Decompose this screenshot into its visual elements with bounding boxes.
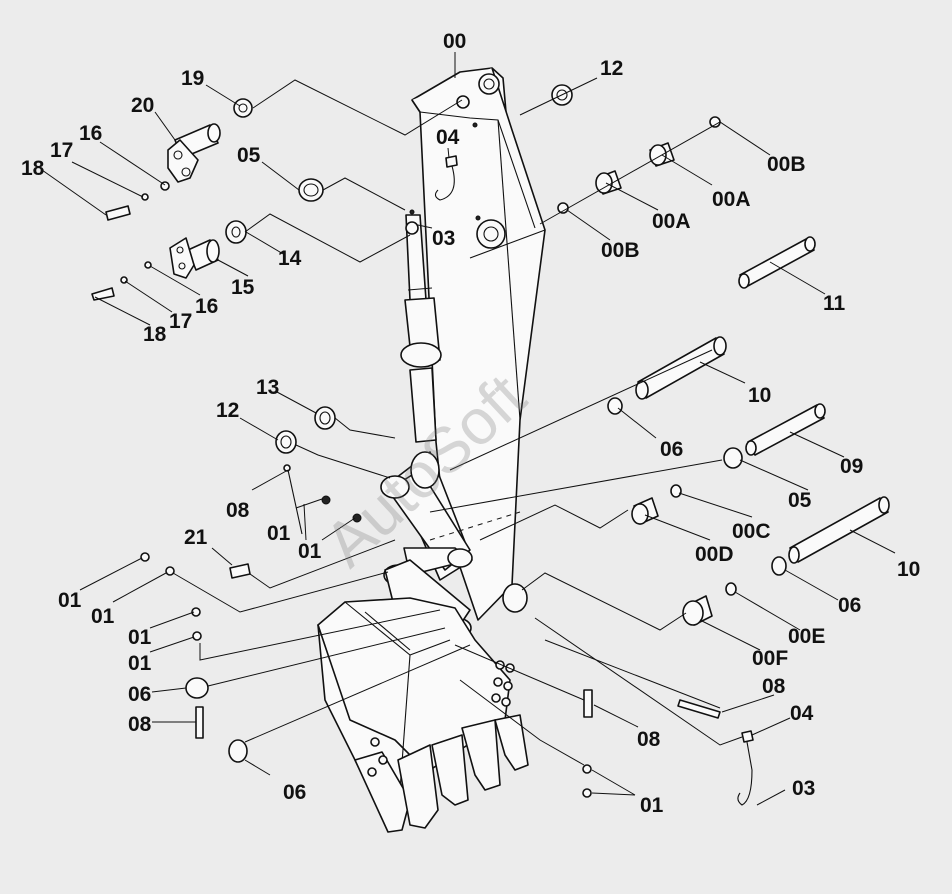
callout-00F: 00F: [752, 647, 788, 670]
callout-05: 05: [237, 144, 261, 167]
callout-00E: 00E: [788, 625, 825, 648]
callout-11: 11: [823, 292, 846, 315]
callout-01: 01: [91, 605, 115, 628]
callout-00A: 00A: [652, 210, 691, 233]
callout-18: 18: [21, 157, 45, 180]
callout-14: 14: [278, 247, 302, 270]
callout-00D: 00D: [695, 543, 734, 566]
callout-06: 06: [838, 594, 861, 617]
callout-10: 10: [897, 558, 920, 581]
callout-06: 06: [128, 683, 151, 706]
callout-08: 08: [128, 713, 152, 736]
callout-00C: 00C: [732, 520, 771, 543]
callout-01: 01: [298, 540, 322, 563]
callout-15: 15: [231, 276, 255, 299]
callout-03: 03: [432, 227, 455, 250]
callout-21: 21: [184, 526, 208, 549]
callout-06: 06: [660, 438, 683, 461]
callout-01: 01: [128, 626, 152, 649]
callout-01: 01: [58, 589, 82, 612]
callout-05: 05: [788, 489, 812, 512]
callout-00B: 00B: [601, 239, 640, 262]
callout-06: 06: [283, 781, 306, 804]
loose-parts: [91, 84, 890, 806]
callout-08: 08: [762, 675, 786, 698]
arm-assembly: [317, 67, 546, 833]
callout-labels: 00 12 19 20 16 17 18 05 04 03 00B 00A 00…: [21, 30, 920, 817]
callout-00A: 00A: [712, 188, 751, 211]
callout-09: 09: [840, 455, 863, 478]
callout-03: 03: [792, 777, 815, 800]
callout-00B: 00B: [767, 153, 806, 176]
callout-04: 04: [436, 126, 460, 149]
callout-00: 00: [443, 30, 466, 53]
callout-01: 01: [128, 652, 152, 675]
callout-08: 08: [226, 499, 250, 522]
callout-08: 08: [637, 728, 661, 751]
callout-01: 01: [267, 522, 291, 545]
callout-12: 12: [600, 57, 623, 80]
callout-12: 12: [216, 399, 239, 422]
callout-04: 04: [790, 702, 814, 725]
callout-20: 20: [131, 94, 154, 117]
callout-16: 16: [195, 295, 218, 318]
callout-19: 19: [181, 67, 204, 90]
callout-16: 16: [79, 122, 102, 145]
bucket-cylinder: [400, 209, 442, 443]
leader-lines: [41, 52, 896, 806]
callout-01: 01: [640, 794, 664, 817]
callout-18: 18: [143, 323, 167, 346]
callout-10: 10: [748, 384, 771, 407]
callout-17: 17: [50, 139, 73, 162]
callout-13: 13: [256, 376, 279, 399]
callout-17: 17: [169, 310, 192, 333]
